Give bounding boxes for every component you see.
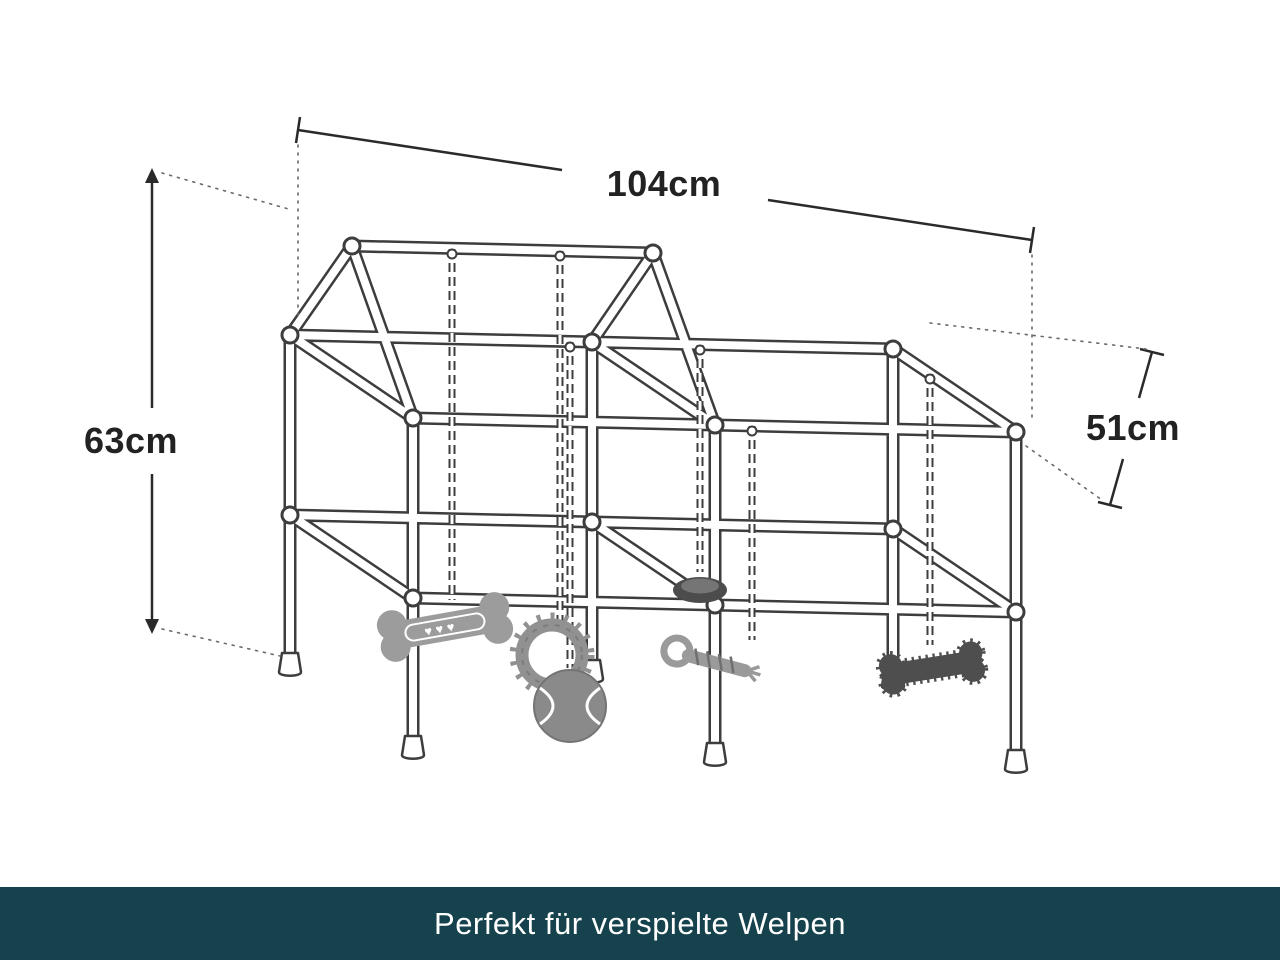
spiky-bone-toy (875, 638, 989, 698)
product-illustration: ♥ ♥ ♥ (145, 116, 1165, 774)
s-hook-icon (694, 344, 706, 356)
dimension-depth-label: 51cm (1085, 407, 1181, 448)
s-hook-icon (564, 341, 576, 353)
s-hook-icon (746, 425, 758, 437)
s-hook-icon (554, 250, 566, 262)
frame-structure (277, 236, 1029, 774)
s-hook-icon (446, 248, 458, 260)
dimension-depth-line (929, 322, 1165, 510)
pipe-joints (280, 236, 1026, 622)
s-hook-icon (924, 373, 936, 385)
caption-banner: Perfekt für verspielte Welpen (0, 887, 1280, 960)
bone-toy: ♥ ♥ ♥ (376, 592, 514, 662)
rope-toy (660, 634, 761, 683)
hanging-chains (446, 248, 936, 668)
dimension-length-line (294, 116, 1036, 421)
svg-text:♥ ♥ ♥: ♥ ♥ ♥ (423, 619, 456, 639)
dimension-height-label: 63cm (83, 420, 179, 461)
caption-text: Perfekt für verspielte Welpen (434, 905, 846, 941)
tennis-ball-toy (533, 669, 607, 743)
dimension-height-line (145, 168, 293, 657)
dimension-length-label: 104cm (606, 163, 722, 204)
bowl-toy (673, 577, 727, 603)
